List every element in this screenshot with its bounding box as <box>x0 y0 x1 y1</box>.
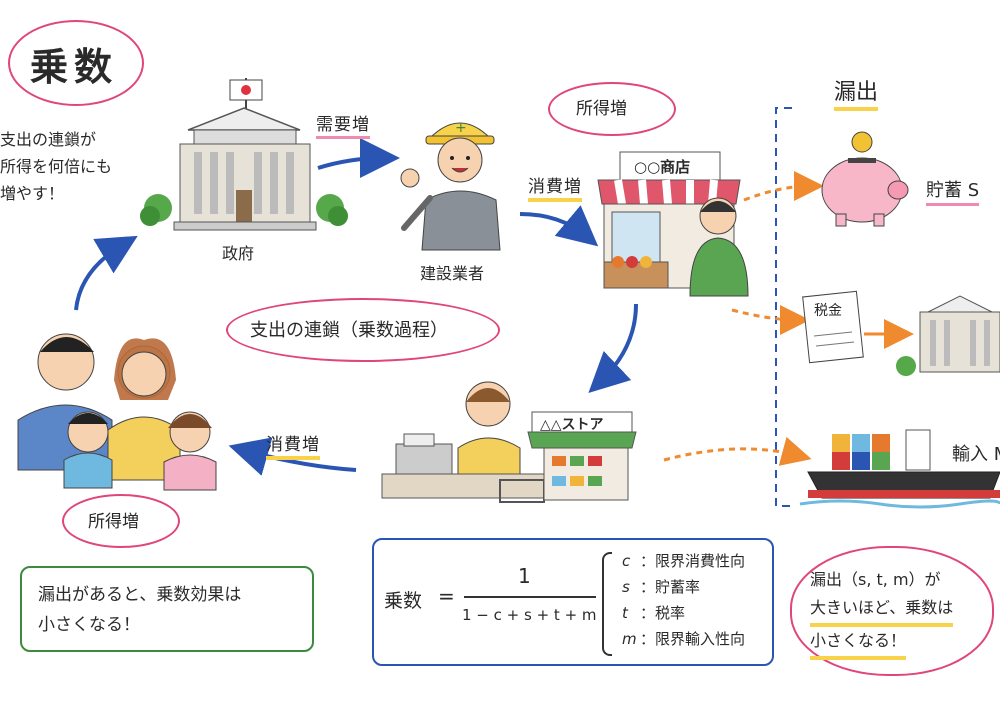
shop-sign: ○○商店 <box>634 158 691 176</box>
page-title: 乗数 <box>30 45 119 89</box>
shop-building-icon <box>597 151 749 297</box>
arrow-to-imports <box>663 436 812 466</box>
income-up-family-bubble <box>62 494 180 548</box>
title-bubble <box>8 20 144 106</box>
income-up-top-label: 所得増 <box>576 99 627 119</box>
chain-label: 支出の連鎖（乗数過程） <box>250 320 448 341</box>
formula-numerator: 1 <box>518 564 531 588</box>
arrow-family-to-gov <box>74 235 138 311</box>
formula-denominator: 1 − c + s + t + m <box>462 606 597 624</box>
intro-line-2: 所得を何倍にも <box>0 157 113 176</box>
tax-document-icon <box>802 290 864 364</box>
svg-text:+: + <box>455 120 467 136</box>
leakage-bracket <box>775 107 792 507</box>
formula-fraction-bar <box>464 596 596 598</box>
intro-line-3: 増やす！ <box>0 184 65 203</box>
imports-label: 輸入 M <box>952 444 1000 465</box>
formula-equals: = <box>438 584 455 608</box>
intro-text: 支出の連鎖が 所得を何倍にも 増やす！ <box>0 126 130 207</box>
note-right-text: 漏出（s, t, m）が 大きいほど、乗数は 小さくなる！ <box>810 566 1000 660</box>
leakage-title: 漏出 <box>834 74 879 111</box>
tax-doc-label: 税金 <box>814 303 842 319</box>
construction-worker-icon: + <box>400 120 501 251</box>
legend-row-m: m：限界輸入性向 <box>622 630 746 648</box>
note-left-line-2: 小さくなる！ <box>38 615 140 635</box>
government-label: 政府 <box>222 244 255 263</box>
formula-brace <box>602 552 612 656</box>
note-right-line-2: 大きいほど、乗数は <box>810 594 954 627</box>
government-building-small-icon <box>896 295 1000 376</box>
note-right-line-1: 漏出（s, t, m）が <box>810 570 941 589</box>
income-up-family-label: 所得増 <box>88 512 139 532</box>
note-left-box <box>20 566 314 652</box>
chain-bubble <box>226 298 500 362</box>
formula-box <box>372 538 774 666</box>
intro-line-1: 支出の連鎖が <box>0 130 97 149</box>
store-counter-icon <box>381 381 637 503</box>
piggy-bank-icon <box>821 131 909 227</box>
construction-label: 建設業者 <box>420 264 485 283</box>
note-right-bubble <box>790 546 994 676</box>
store-sign: △△ストア <box>540 417 604 433</box>
legend-row-c: c：限界消費性向 <box>622 552 746 570</box>
note-left-line-1: 漏出があると、乗数効果は <box>38 585 242 605</box>
legend-row-s: s：貯蓄率 <box>622 578 701 596</box>
note-left-text: 漏出があると、乗数効果は 小さくなる！ <box>38 580 241 640</box>
note-right-line-3: 小さくなる！ <box>810 627 907 660</box>
formula-legend: c：限界消費性向 s：貯蓄率 t：税率 m：限界輸入性向 <box>622 548 745 652</box>
arrow-store-to-family <box>228 437 357 476</box>
formula-lhs: 乗数 <box>384 590 423 612</box>
arrow-shop-to-store <box>588 303 638 393</box>
income-up-top-bubble <box>548 82 676 136</box>
family-icon <box>17 333 217 491</box>
arrow-builder-to-shop <box>519 205 599 247</box>
legend-row-t: t：税率 <box>622 604 686 622</box>
government-building-icon <box>140 78 348 231</box>
cargo-ship-icon <box>799 429 1000 509</box>
arrow-to-savings <box>743 171 824 202</box>
savings-label: 貯蓄 S <box>926 176 980 206</box>
arrow-to-tax <box>731 304 810 335</box>
consumption-up-left-label: 消費増 <box>266 430 320 460</box>
arrow-gov-to-builder <box>317 138 400 179</box>
consumption-up-right-label: 消費増 <box>528 172 582 202</box>
demand-up-label: 需要増 <box>316 110 370 139</box>
